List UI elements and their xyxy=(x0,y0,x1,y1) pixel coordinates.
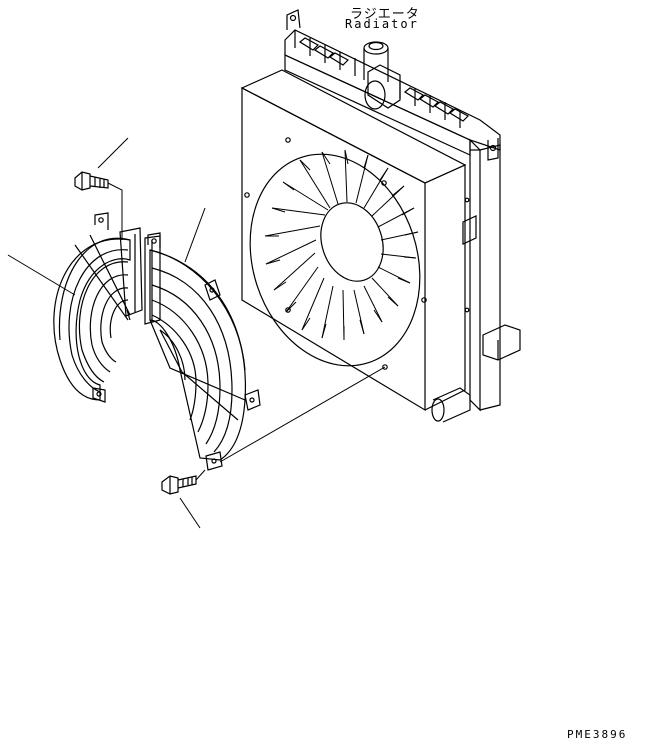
mounting-hole xyxy=(382,181,386,185)
mounting-hole xyxy=(286,138,290,142)
radiator xyxy=(224,10,520,422)
radiator-top-tank xyxy=(285,10,500,160)
fan-guard xyxy=(54,213,260,470)
drawing-number: PME3896 xyxy=(567,728,628,741)
fan-blades xyxy=(265,150,418,340)
radiator-core xyxy=(432,140,520,422)
mounting-hole xyxy=(286,308,290,312)
leader-lines xyxy=(8,138,385,528)
bolt-upper xyxy=(75,172,108,190)
radiator-fan-shroud xyxy=(224,70,465,410)
mounting-hole xyxy=(245,193,249,197)
bolt-lower xyxy=(162,476,196,494)
radiator-label-english: Radiator xyxy=(345,17,419,31)
radiator-filler-cap xyxy=(364,42,400,109)
radiator-label-japanese: ラジエータ xyxy=(350,7,420,22)
mounting-hole xyxy=(383,365,387,369)
mounting-hole xyxy=(422,298,426,302)
